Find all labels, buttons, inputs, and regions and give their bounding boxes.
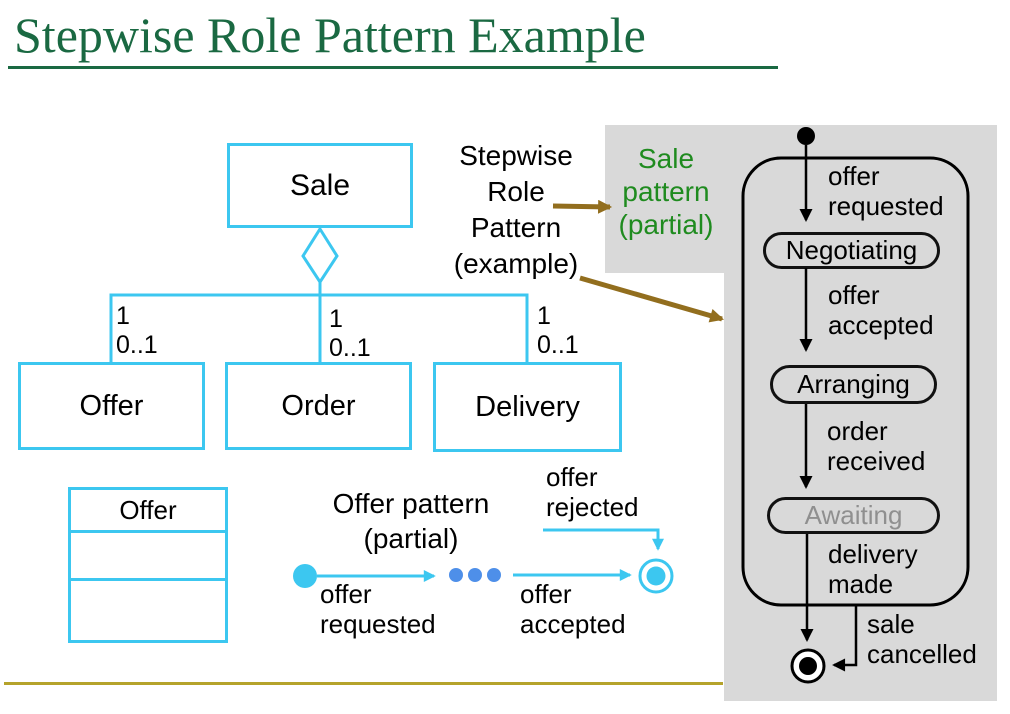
transition-label-offer-requested: offer requested <box>828 161 944 221</box>
ellipsis-dot <box>487 568 501 582</box>
offer-class-title-compartment: Offer <box>71 490 225 533</box>
title-underline <box>8 66 778 69</box>
mini-final-state-inner-dot <box>646 566 666 586</box>
aggregation-connector-lines <box>109 281 529 362</box>
state-label-arranging: Arranging <box>797 369 910 399</box>
multiplicity-offer: 1 0..1 <box>116 302 158 359</box>
class-label-sale: Sale <box>289 168 351 202</box>
class-box-offer: Offer <box>18 362 205 450</box>
state-label-awaiting: Awaiting <box>804 500 903 530</box>
class-label-offer: Offer <box>79 389 144 422</box>
ellipsis-dot <box>449 568 463 582</box>
transition-label-order-received: order received <box>827 416 926 476</box>
class-label-delivery: Delivery <box>475 390 580 423</box>
note-stepwise-role-pattern: Stepwise Role Pattern (example) <box>453 140 579 279</box>
state-label-negotiating: Negotiating <box>785 235 918 265</box>
state-negotiating: Negotiating <box>763 232 940 269</box>
mini-final-state-outer-ring <box>638 558 674 594</box>
state-arranging: Arranging <box>770 365 937 404</box>
transition-label-delivery-made: delivery made <box>828 539 918 599</box>
class-box-offer-detailed: Offer <box>68 487 228 643</box>
mini-initial-state-dot <box>293 564 317 588</box>
multiplicity-delivery: 1 0..1 <box>537 302 579 359</box>
transition-label-offer-accepted: offer accepted <box>828 280 934 340</box>
class-box-delivery: Delivery <box>433 362 622 452</box>
transition-label-offer-rejected-mini: offer rejected <box>546 462 639 522</box>
state-awaiting: Awaiting <box>767 497 940 534</box>
transition-label-offer-requested-mini: offer requested <box>320 579 436 639</box>
offer-class-attributes-compartment <box>71 533 225 581</box>
page-title: Stepwise Role Pattern Example <box>14 7 646 63</box>
mini-transition-arrow-offer-rejected <box>543 528 664 551</box>
sale-pattern-label-panel <box>605 125 727 273</box>
multiplicity-order: 1 0..1 <box>329 305 371 362</box>
transition-label-sale-cancelled: sale cancelled <box>867 609 977 669</box>
transition-label-offer-accepted-mini: offer accepted <box>520 579 626 639</box>
class-label-order: Order <box>281 389 356 422</box>
note-sale-pattern-partial: Sale pattern (partial) <box>618 143 714 240</box>
aggregation-diamond <box>301 226 339 285</box>
offer-class-title: Offer <box>119 494 177 525</box>
note-offer-pattern-partial: Offer pattern (partial) <box>332 488 490 554</box>
note-arrow-to-statechart <box>579 275 725 323</box>
class-box-sale: Sale <box>227 143 413 228</box>
ellipsis-dot <box>468 568 482 582</box>
class-box-order: Order <box>225 362 412 450</box>
slide-footer-rule <box>4 682 723 685</box>
